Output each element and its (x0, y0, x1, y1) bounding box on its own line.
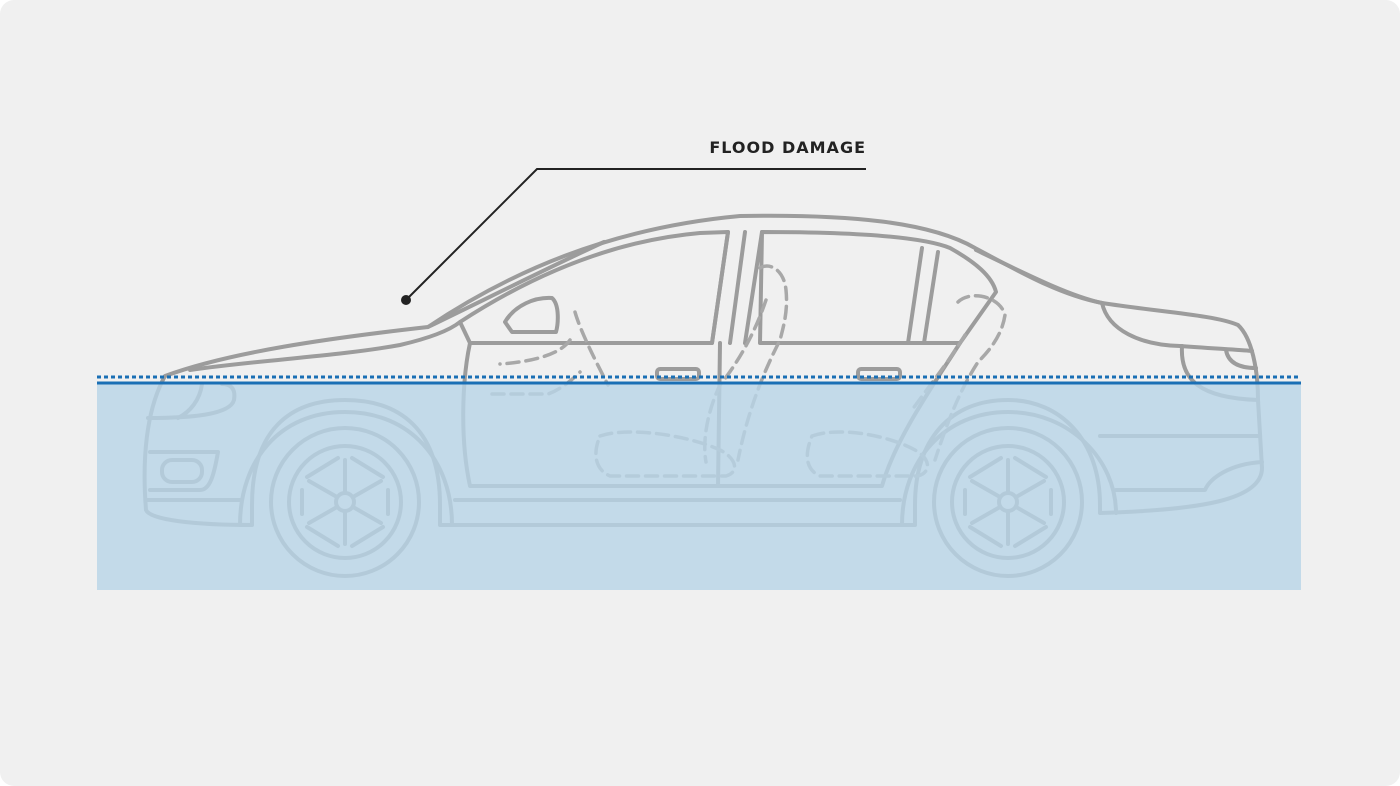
callout-pointer (401, 168, 866, 305)
water-area (97, 383, 1301, 590)
callout-label: FLOOD DAMAGE (709, 138, 866, 157)
